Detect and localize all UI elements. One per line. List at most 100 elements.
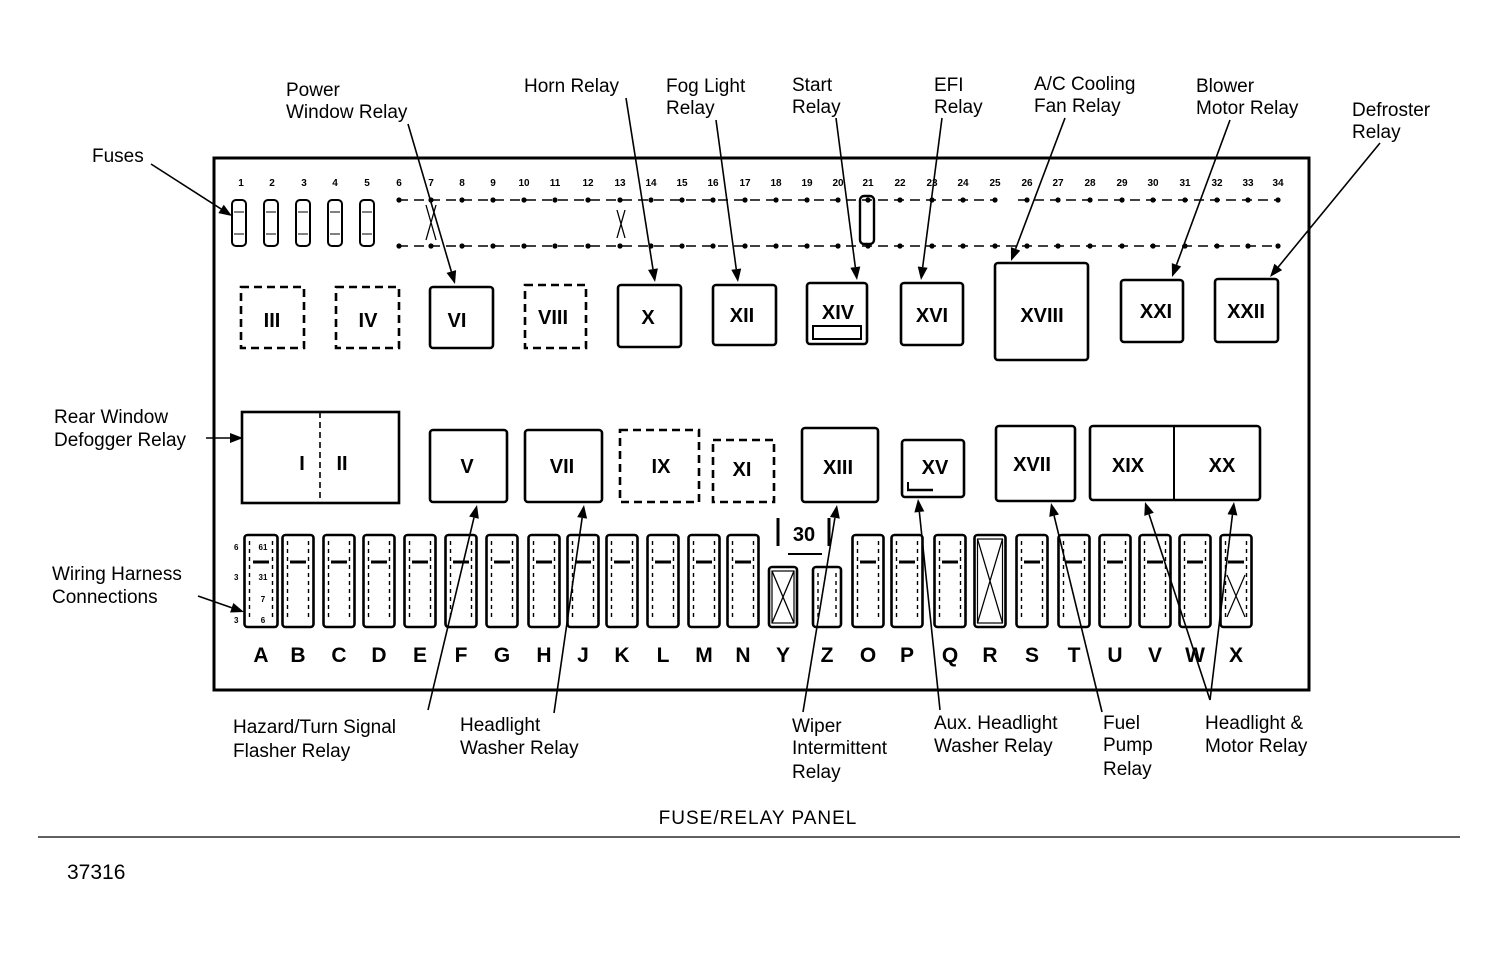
relay-I-label: I (299, 453, 305, 475)
connector-letter-E: E (413, 644, 427, 667)
connector-letter-A: A (253, 644, 268, 667)
callout-leaders (150, 97, 1381, 714)
connector-P (890, 533, 924, 629)
fuse-number-14: 14 (645, 178, 657, 189)
fuse-number-25: 25 (989, 178, 1001, 189)
connector-30-marker: 30 (776, 518, 831, 555)
label-efi-1: EFI (934, 75, 964, 96)
label-defroster-1: Defroster (1352, 100, 1431, 121)
pin-mark-31: 31 (259, 573, 268, 582)
relay-X-label: X (641, 307, 655, 329)
fuse-2 (263, 199, 279, 247)
relay-XXI-label: XXI (1140, 301, 1172, 323)
leader-wiper (802, 505, 840, 713)
connector-letter-B: B (290, 644, 305, 667)
relay-III-label: III (264, 310, 281, 332)
relay-II-label: II (336, 453, 347, 475)
leader-fuel (1049, 503, 1103, 713)
connector-J (566, 533, 600, 629)
relay-IX (618, 428, 701, 504)
label-headlight-washer-1: Headlight (460, 715, 541, 736)
label-start-1: Start (792, 75, 833, 96)
label-blower-1: Blower (1196, 76, 1255, 97)
fuse-clip-rows (396, 197, 1281, 249)
connector-letter-D: D (371, 644, 386, 667)
panel-outline (212, 156, 1311, 692)
fuse-number-1: 1 (238, 178, 244, 189)
connector-W (1178, 533, 1212, 629)
label-fuel-3: Relay (1103, 759, 1152, 780)
connector-letter-T: T (1068, 644, 1081, 667)
fuse-number-18: 18 (770, 178, 782, 189)
svg-text:3: 3 (234, 616, 239, 625)
fuse-holders (231, 194, 876, 247)
label-aux-1: Aux. Headlight (934, 713, 1058, 734)
relay-XVIII (993, 261, 1090, 362)
leader-fog (715, 119, 742, 282)
fuse-number-27: 27 (1052, 178, 1064, 189)
label-defroster-2: Relay (1352, 122, 1401, 143)
leader-headlight-washer (553, 505, 588, 714)
fuse-number-29: 29 (1116, 178, 1128, 189)
fuse-number-11: 11 (550, 178, 561, 189)
leader-rear-window (206, 433, 243, 443)
connector-30-label: 30 (793, 524, 815, 546)
relay-V-label: V (460, 456, 474, 478)
leader-horn (625, 97, 658, 282)
relay-IV (334, 285, 401, 350)
relay-XIV (805, 281, 869, 346)
fuse-5 (359, 199, 375, 247)
label-horn: Horn Relay (524, 76, 620, 97)
svg-text:6: 6 (234, 543, 239, 552)
connector-C (322, 533, 356, 629)
relay-XIV-bracket (812, 325, 862, 340)
fuse-number-7: 7 (428, 178, 434, 189)
relay-XIV-label: XIV (822, 302, 855, 324)
callout-labels: Fuses Power Window Relay Horn Relay Fog … (52, 74, 1431, 783)
fuse-number-22: 22 (894, 178, 906, 189)
fuse-number-32: 32 (1211, 178, 1223, 189)
fuse-number-2: 2 (269, 178, 275, 189)
relay-XVII-label: XVII (1013, 454, 1051, 476)
label-fuses: Fuses (92, 146, 144, 167)
relay-XX-label: XX (1209, 455, 1236, 477)
pin-mark-6: 6 (261, 616, 266, 625)
fuse-number-21: 21 (862, 178, 874, 189)
relay-XV-label: XV (922, 457, 949, 479)
relay-XV (900, 438, 966, 499)
fuse-number-16: 16 (707, 178, 719, 189)
leader-hm-a (1144, 502, 1211, 701)
relay-VI-label: VI (448, 310, 467, 332)
label-wiper-1: Wiper (792, 716, 842, 737)
relay-XII (711, 283, 778, 347)
label-power-window-1: Power (286, 80, 341, 101)
connector-X (1219, 533, 1253, 629)
connector-letter-N: N (735, 644, 750, 667)
connector-Y (767, 565, 799, 629)
label-fog-1: Fog Light (666, 76, 746, 97)
connector-M (687, 533, 721, 629)
fuse-number-17: 17 (739, 178, 751, 189)
relay-XI-label: XI (733, 459, 752, 481)
pin-mark-61: 61 (259, 543, 268, 552)
wiring-harness-connectors (243, 533, 1253, 629)
connector-letter-Z: Z (821, 644, 834, 667)
fuse-number-28: 28 (1084, 178, 1096, 189)
connector-letter-U: U (1107, 644, 1122, 667)
connector-F (444, 533, 478, 629)
connector-letter-O: O (860, 644, 876, 667)
top-relay-row: III IV VI VIII X XII XIV XVI XVIII XXI X… (239, 261, 1280, 362)
connector-letter-L: L (657, 644, 670, 667)
label-efi-2: Relay (934, 97, 983, 118)
leader-efi (917, 117, 943, 280)
connector-T (1057, 533, 1091, 629)
fuse-number-20: 20 (832, 178, 844, 189)
connector-Z (811, 565, 843, 629)
fuse-21 (858, 194, 876, 246)
fuse-number-3: 3 (301, 178, 307, 189)
label-fuel-1: Fuel (1103, 713, 1140, 734)
connector-letter-R: R (982, 644, 997, 667)
label-wiper-2: Intermittent (792, 738, 888, 759)
